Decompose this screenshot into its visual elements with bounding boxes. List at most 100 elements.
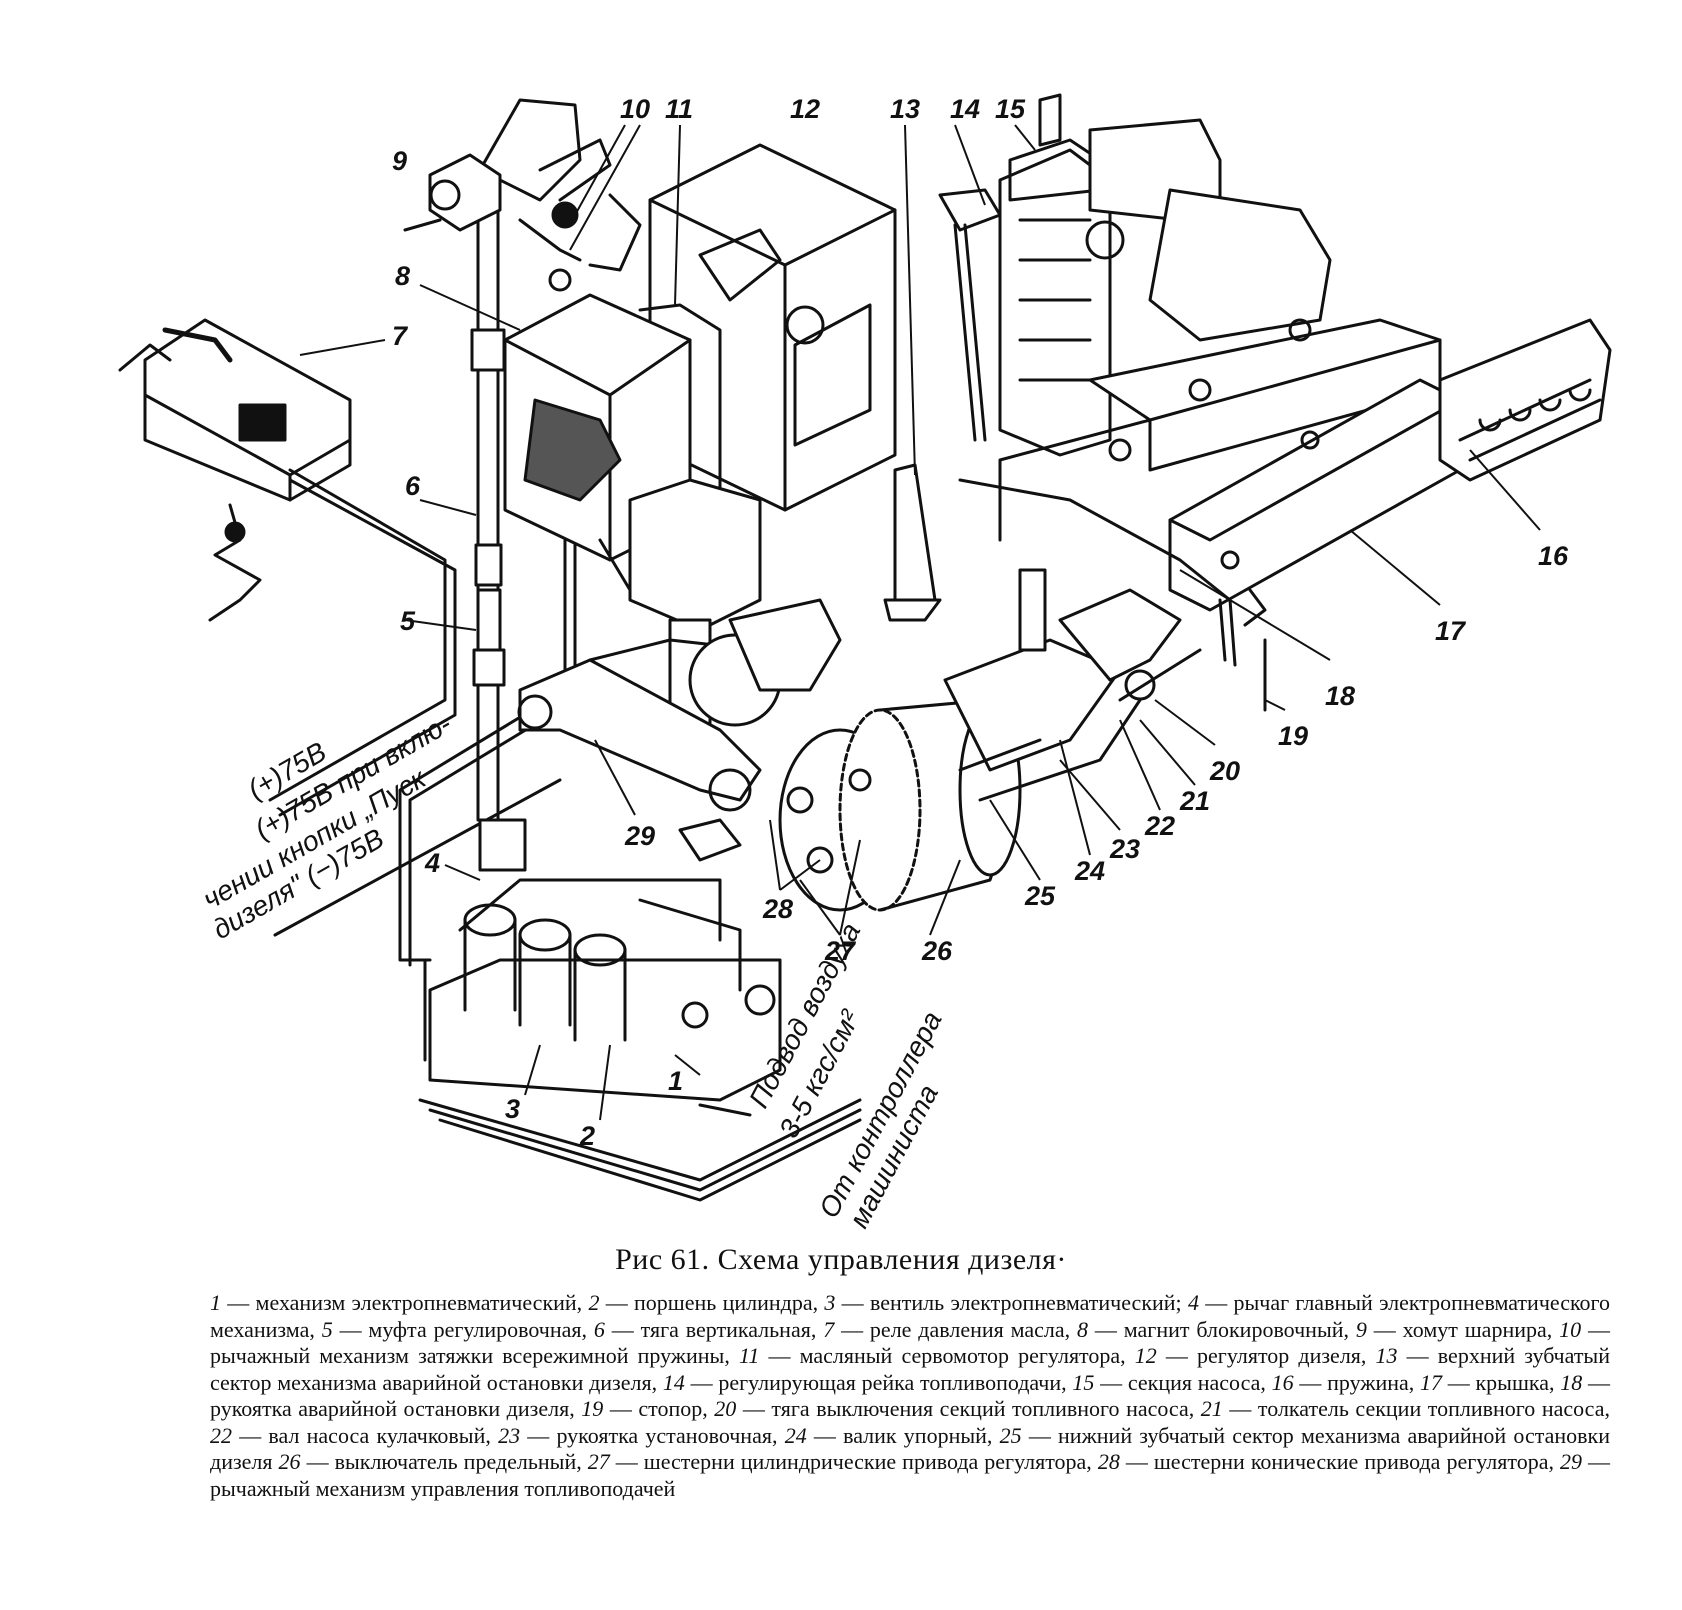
legend-item-text: — тяга вертикальная, [604, 1316, 824, 1342]
cover-17 [1168, 378, 1462, 612]
callout-4: 4 [424, 848, 440, 878]
callout-11: 11 [665, 94, 693, 124]
callout-26: 26 [921, 936, 953, 966]
legend-item-text: — регулятор дизеля, [1156, 1343, 1376, 1368]
spring-16 [1438, 318, 1612, 482]
callout-12: 12 [790, 94, 820, 124]
legend-item-text: — хомут шарнира, [1366, 1316, 1560, 1342]
legend-item-text: — рычажный механизм затяжки всережимной … [210, 1316, 1610, 1369]
callout-15: 15 [995, 94, 1026, 124]
legend-item-number: 13 [1375, 1343, 1398, 1368]
callout-25: 25 [1024, 881, 1056, 911]
leader-25 [989, 799, 1041, 881]
legend-item-number: 12 [1134, 1343, 1157, 1368]
legend-item: 17 — крышка, [1420, 1370, 1560, 1395]
diesel-control-diagram: 1 2 3 4 5 6 7 8 9 10 11 12 13 14 15 16 1… [118, 93, 1612, 1233]
leader-7 [299, 339, 386, 356]
callout-17: 17 [1435, 616, 1467, 646]
upper-gear-sector-13 [883, 463, 942, 622]
legend-item: 3 — вентиль электропневматический; [824, 1290, 1188, 1315]
legend-item-text: — реле давления масла, [834, 1316, 1078, 1342]
legend-item-text: — рычажный механизм управления топливопо… [210, 1449, 1611, 1501]
legend-item-text: — вентиль электропневматический; [835, 1290, 1188, 1315]
legend-item: 21 — толкатель секции топливного насоса, [1201, 1396, 1610, 1421]
legend-item: 25 — нижний зубчатый сектор механизма ав… [210, 1423, 1610, 1475]
legend-item-number: 8 [1077, 1316, 1089, 1342]
legend-item: 11 — масляный сервомотор регулятора, [739, 1343, 1135, 1368]
leader-29 [594, 739, 636, 816]
leader-20 [1154, 699, 1216, 746]
legend-item: 7 — реле давления масла, [823, 1317, 1077, 1342]
leader-8 [419, 284, 521, 331]
legend-item-number: 14 [662, 1369, 685, 1395]
callout-13: 13 [890, 94, 920, 124]
legend-item-number: 11 [738, 1343, 760, 1368]
callout-9: 9 [392, 146, 407, 176]
legend-item: 16 — пружина, [1272, 1370, 1420, 1395]
leader-23 [1059, 759, 1121, 831]
figure-caption: Рис 61. Схема управления дизеля· [615, 1243, 1067, 1276]
callout-10: 10 [620, 94, 650, 124]
callout-27: 27 [824, 936, 857, 966]
callout-19: 19 [1278, 721, 1308, 751]
legend-item-number: 15 [1072, 1369, 1095, 1395]
legend-item-number: 25 [999, 1422, 1022, 1448]
legend-item-number: 29 [1559, 1449, 1582, 1474]
legend-item: 6 — тяга вертикальная, [594, 1317, 823, 1342]
legend-item: 20 — тяга выключения секций топливного н… [714, 1396, 1201, 1421]
leader-27 [799, 839, 861, 936]
legend-item-text: — поршень цилиндра, [599, 1290, 825, 1315]
electropneumatic-mechanism-1 [418, 818, 862, 1202]
pump-shaft-details [943, 568, 1202, 802]
legend-item-text: — регулирующая рейка топливоподачи, [684, 1369, 1073, 1395]
legend-item-number: 1 [210, 1290, 221, 1315]
fuel-pump-body [998, 118, 1442, 542]
legend-item: 23 — рукоятка установочная, [498, 1423, 785, 1448]
legend-item: 10 — рычажный механизм затяжки всережимн… [210, 1317, 1610, 1369]
leader-4 [444, 864, 481, 881]
callout-16: 16 [1538, 541, 1569, 571]
legend-item: 14 — регулирующая рейка топливоподачи, [663, 1370, 1073, 1395]
legend-item: 2 — поршень цилиндра, [588, 1290, 824, 1315]
legend-item-text: — шестерни цилиндрические привода регуля… [609, 1449, 1098, 1474]
legend-item-number: 26 [278, 1449, 301, 1474]
leader-18 [1179, 569, 1331, 661]
leader-19 [1264, 699, 1286, 711]
callout-24: 24 [1074, 856, 1105, 886]
legend-item-number: 16 [1271, 1369, 1294, 1395]
callout-23: 23 [1109, 834, 1140, 864]
legend-item: 27 — шестерни цилиндрические привода рег… [588, 1449, 1098, 1474]
legend-item-text: — муфта регулировочная, [332, 1316, 594, 1342]
legend-item-text: — пружина, [1293, 1369, 1421, 1395]
legend-item-number: 27 [587, 1449, 610, 1474]
control-rack-14 [938, 188, 1002, 442]
legend-item-number: 2 [588, 1290, 600, 1315]
legend-item-text: — масляный сервомотор регулятора, [759, 1343, 1135, 1368]
legend-item-text: — магнит блокировочный, [1088, 1316, 1356, 1342]
fuel-lever-mechanism-29 [517, 638, 762, 862]
leader-3 [524, 1044, 541, 1096]
legend-item-text: — шестерни конические привода регулятора… [1119, 1449, 1560, 1474]
leader-24 [1059, 739, 1091, 856]
legend-item-number: 22 [210, 1422, 232, 1448]
callout-8: 8 [395, 261, 410, 291]
legend-item: 15 — секция насоса, [1072, 1370, 1271, 1395]
leader-6 [419, 499, 477, 516]
callout-18: 18 [1325, 681, 1355, 711]
leader-5 [404, 619, 477, 631]
legend-item: 19 — стопор, [581, 1396, 714, 1421]
legend-item: 28 — шестерни конические привода регулят… [1098, 1449, 1560, 1474]
leader-14 [954, 124, 986, 206]
legend-item: 8 — магнит блокировочный, [1077, 1317, 1356, 1342]
callout-14: 14 [950, 94, 980, 124]
legend-item-number: 6 [593, 1316, 605, 1342]
gear-drive [688, 598, 1022, 912]
legend-item: 4 — рычаг главный электропневматического… [210, 1290, 1610, 1342]
legend-item-text: — стопор, [603, 1396, 715, 1421]
legend-item-number: 4 [1187, 1290, 1199, 1315]
leader-10 [569, 124, 641, 251]
legend-item-text: — верхний зубчатый сектор механизма авар… [210, 1343, 1610, 1395]
governor-12 [648, 143, 897, 512]
leader-17 [1349, 529, 1441, 606]
leader-21 [1139, 719, 1196, 786]
